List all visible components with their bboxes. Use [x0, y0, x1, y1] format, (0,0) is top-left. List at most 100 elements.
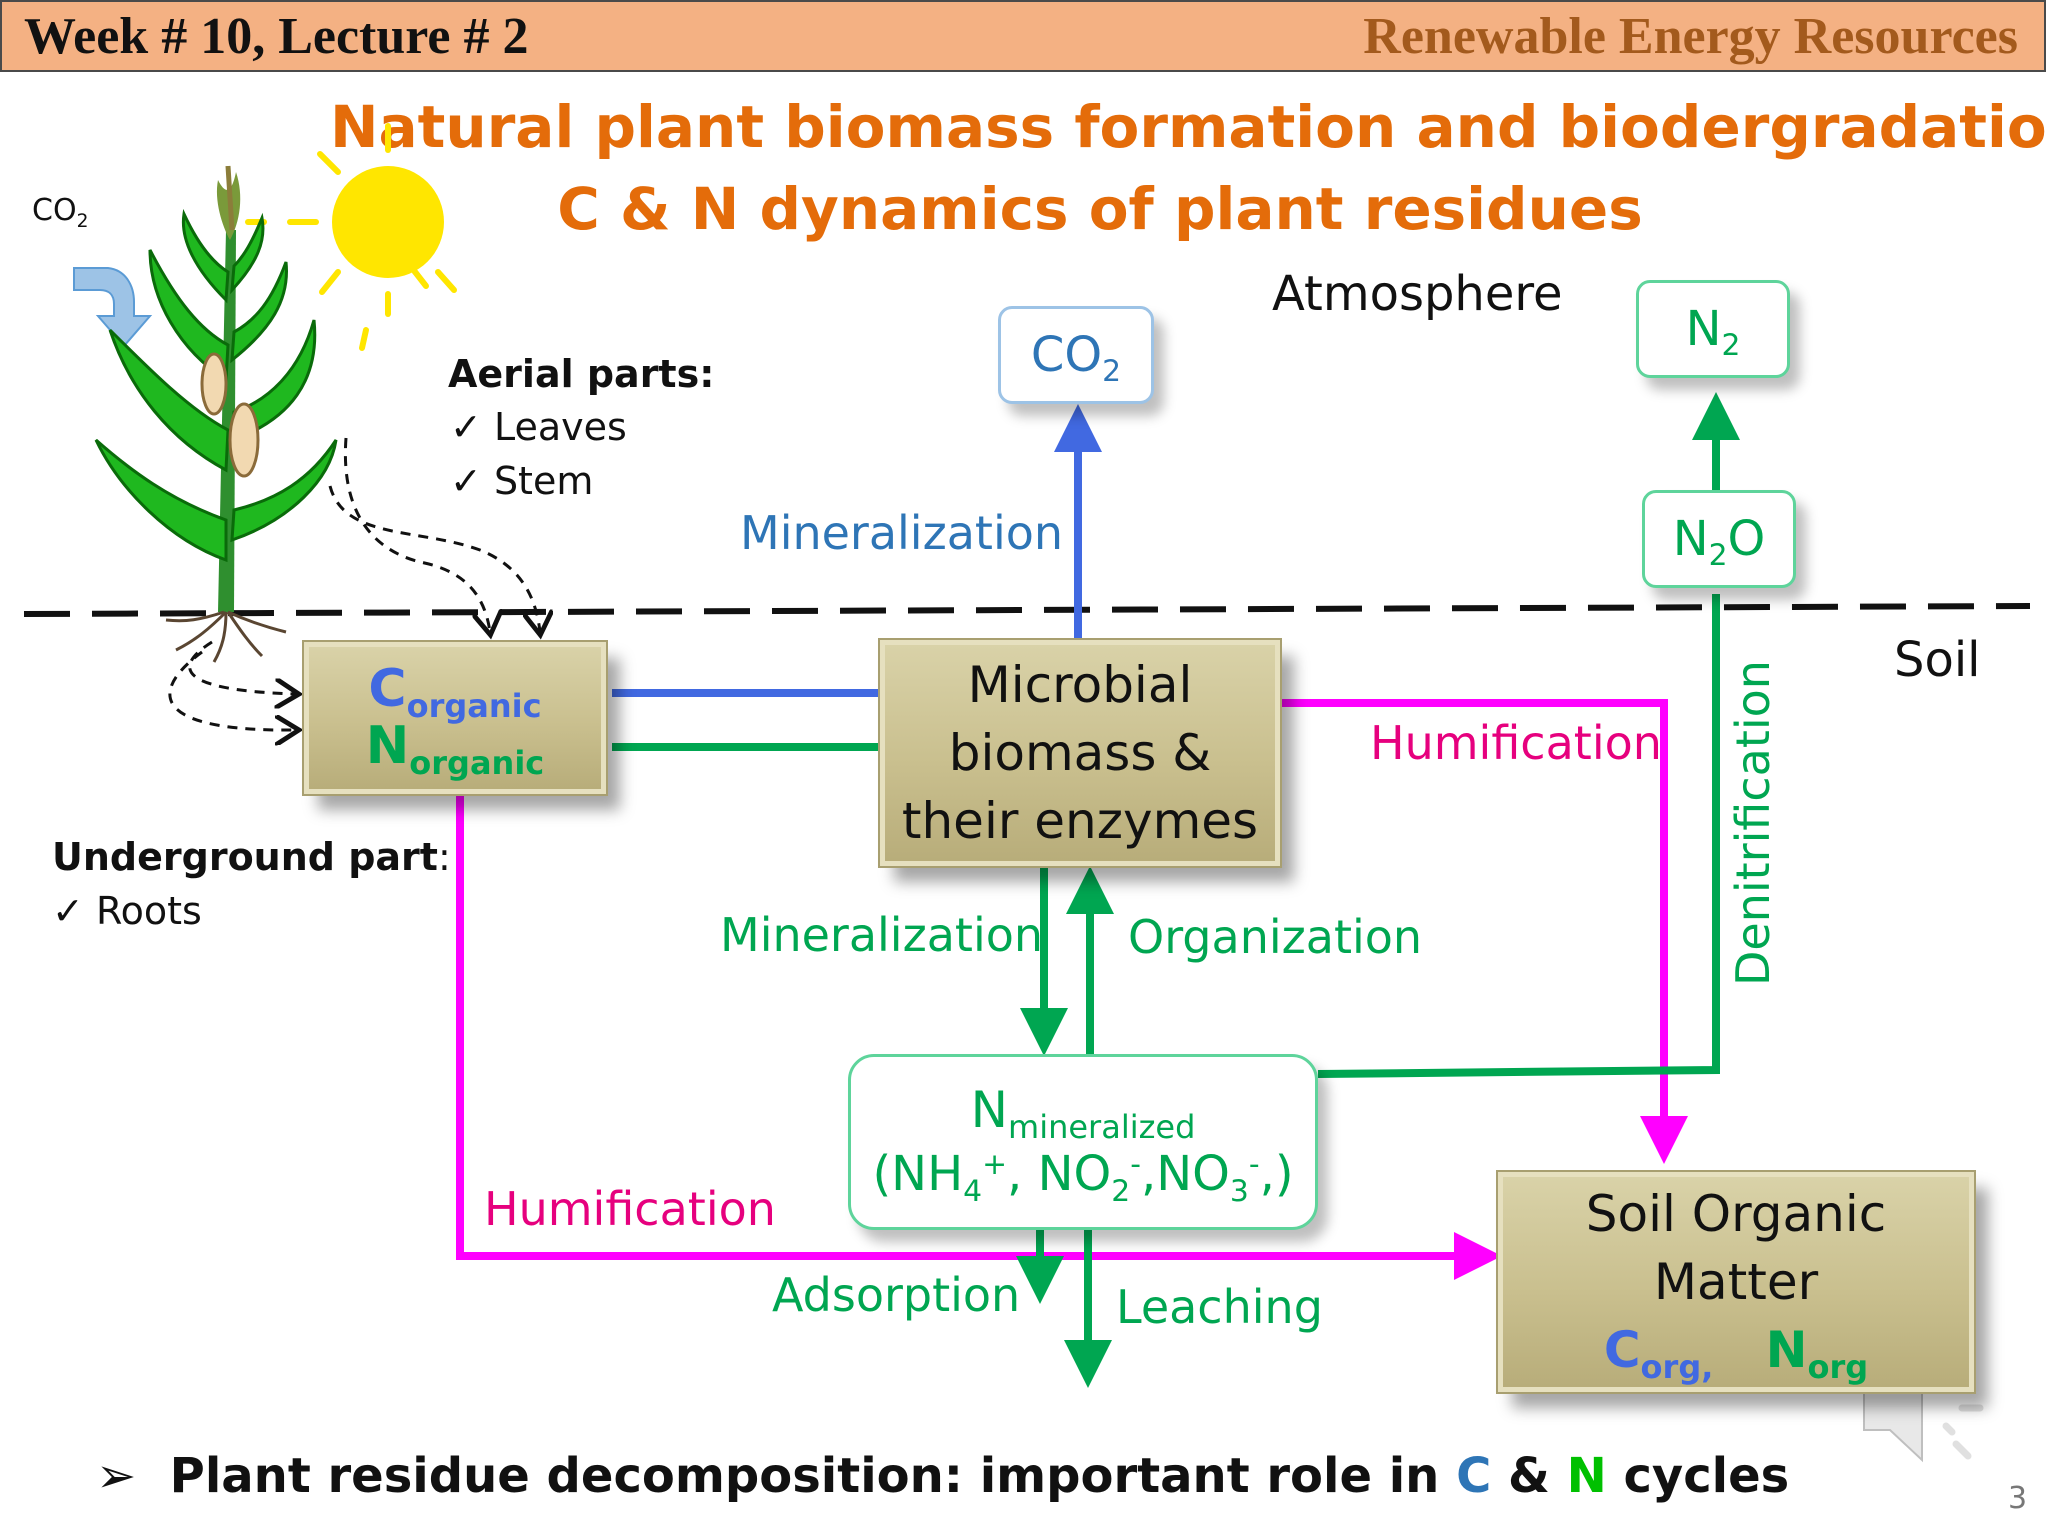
underground-item-roots-text: Roots [95, 889, 202, 933]
c-organic-letter: C [368, 658, 407, 719]
aerial-item-stem: ✓ Stem [450, 462, 593, 500]
soil-surface-line [23, 603, 2031, 617]
humification-right-arrow [1282, 699, 1688, 1164]
mineralization-top-label: Mineralization [740, 506, 1064, 560]
co2-box-text: CO2 [1030, 327, 1121, 389]
nh4-text: (NH [872, 1146, 964, 1203]
plant-co2-label: CO2 [32, 193, 88, 231]
leaching-label: Leaching [1116, 1280, 1323, 1334]
nh4-subscript: 4 [963, 1173, 983, 1209]
plant-co2-subscript: 2 [76, 210, 89, 232]
adsorption-label: Adsorption [772, 1268, 1021, 1322]
no2-text: , NO [1007, 1146, 1112, 1203]
n2o-subscript: 2 [1708, 538, 1728, 574]
slide-title: Natural plant biomass formation and biod… [330, 93, 2048, 161]
root-litter-arrow-1 [188, 640, 296, 694]
som-c-letter: C [1603, 1321, 1641, 1379]
aerial-item-stem-text: Stem [493, 459, 594, 503]
underground-heading-text: Underground part [52, 835, 438, 879]
checkmark-icon: ✓ [52, 889, 84, 933]
n2-box: N2 [1636, 280, 1790, 378]
humification-left-arrow [456, 795, 1502, 1280]
som-line-1: Soil Organic [1585, 1185, 1887, 1243]
footer-text-2: cycles [1606, 1448, 1790, 1504]
n-organic-subscript: organic [409, 744, 545, 783]
underground-heading: Underground part: [52, 838, 451, 876]
header-bar: Week # 10, Lecture # 2 Renewable Energy … [0, 0, 2046, 72]
c-organic-subscript: organic [406, 687, 542, 725]
course-title: Renewable Energy Resources [1363, 8, 2018, 65]
plant-icon [94, 165, 338, 663]
atmosphere-label: Atmosphere [1272, 266, 1563, 322]
c-organic-label: Corganic [368, 658, 541, 723]
n2o-box-text: N2O [1672, 511, 1766, 573]
no3-text: ,NO [1140, 1146, 1230, 1203]
humification-left-label: Humification [484, 1182, 776, 1236]
organization-label: Organization [1128, 910, 1423, 964]
page-number: 3 [2008, 1481, 2028, 1516]
n2o-main: N [1672, 511, 1709, 567]
root-litter-arrow-2 [168, 650, 296, 730]
som-c-subscript: org, [1640, 1348, 1714, 1387]
n2-box-text: N2 [1685, 301, 1741, 363]
aerial-item-leaves: ✓ Leaves [450, 408, 627, 446]
n-mineralized-label: Nmineralized [970, 1078, 1196, 1147]
n-organic-label: Norganic [365, 716, 545, 780]
sun-icon [245, 123, 457, 351]
microbial-line-1: Microbial [967, 656, 1193, 714]
footer-n: N [1566, 1448, 1607, 1504]
n2-subscript: 2 [1721, 328, 1741, 364]
residue-box: Corganic Norganic [304, 642, 606, 794]
footer-bullet-line: ➢ Plant residue decomposition: important… [96, 1452, 1789, 1500]
co2-box: CO2 [998, 306, 1154, 404]
nmin-close: ,) [1259, 1146, 1294, 1203]
n-mineralized-species: (NH4+, NO2-,NO3-,) [872, 1143, 1294, 1208]
microbial-biomass-box: Microbial biomass & their enzymes [880, 640, 1280, 866]
footer-amp: & [1491, 1448, 1567, 1504]
no3-superscript: - [1248, 1146, 1260, 1182]
no2-subscript: 2 [1111, 1173, 1131, 1209]
lecture-label: Week # 10, Lecture # 2 [24, 8, 529, 65]
footer-text-1: Plant residue decomposition: important r… [169, 1448, 1457, 1504]
co2-main: CO [1030, 327, 1103, 383]
aerial-parts-heading: Aerial parts: [448, 352, 715, 396]
no3-subscript: 3 [1229, 1173, 1249, 1209]
aerial-item-leaves-text: Leaves [493, 405, 627, 449]
n2o-tail: O [1727, 511, 1766, 567]
microbial-line-3: their enzymes [901, 792, 1259, 850]
som-c-n-label: Corg, Norg [1603, 1316, 1869, 1386]
denitrification-label: Denitrification [1726, 660, 1780, 986]
humification-right-label: Humification [1370, 716, 1662, 770]
co2-subscript: 2 [1102, 354, 1122, 390]
soil-organic-matter-box: Soil Organic Matter Corg, Norg [1498, 1172, 1974, 1392]
nh4-superscript: + [982, 1146, 1008, 1182]
n-organic-letter: N [365, 716, 410, 776]
som-n-subscript: org [1807, 1348, 1869, 1387]
checkmark-icon: ✓ [450, 405, 482, 449]
n2o-box: N2O [1642, 490, 1796, 588]
aerial-litter-arrow-1 [343, 437, 490, 632]
n-mineralized-letter: N [970, 1081, 1009, 1140]
checkmark-icon: ✓ [450, 459, 482, 503]
footer-c: C [1456, 1448, 1492, 1504]
slide-subtitle: C & N dynamics of plant residues [557, 175, 1643, 243]
soil-label: Soil [1894, 632, 1981, 688]
som-line-2: Matter [1653, 1253, 1819, 1311]
denitrification-line [1317, 594, 1720, 1078]
microbial-line-2: biomass & [948, 724, 1212, 782]
plant-co2-text: CO [32, 193, 77, 228]
n-mineralized-box: Nmineralized (NH4+, NO2-,NO3-,) [848, 1054, 1318, 1230]
som-c: Corg, [1603, 1321, 1714, 1386]
mineralization-mid-label: Mineralization [720, 908, 1044, 962]
bullet-arrow-icon: ➢ [96, 1448, 137, 1504]
no2-superscript: - [1130, 1146, 1141, 1182]
n2-main: N [1685, 301, 1722, 357]
som-n: Norg [1765, 1321, 1869, 1386]
aerial-litter-arrow-2 [328, 485, 540, 632]
som-n-letter: N [1765, 1321, 1808, 1379]
n-mineralized-subscript: mineralized [1008, 1108, 1196, 1147]
underground-item-roots: ✓ Roots [52, 892, 202, 930]
underground-colon: : [437, 835, 451, 879]
